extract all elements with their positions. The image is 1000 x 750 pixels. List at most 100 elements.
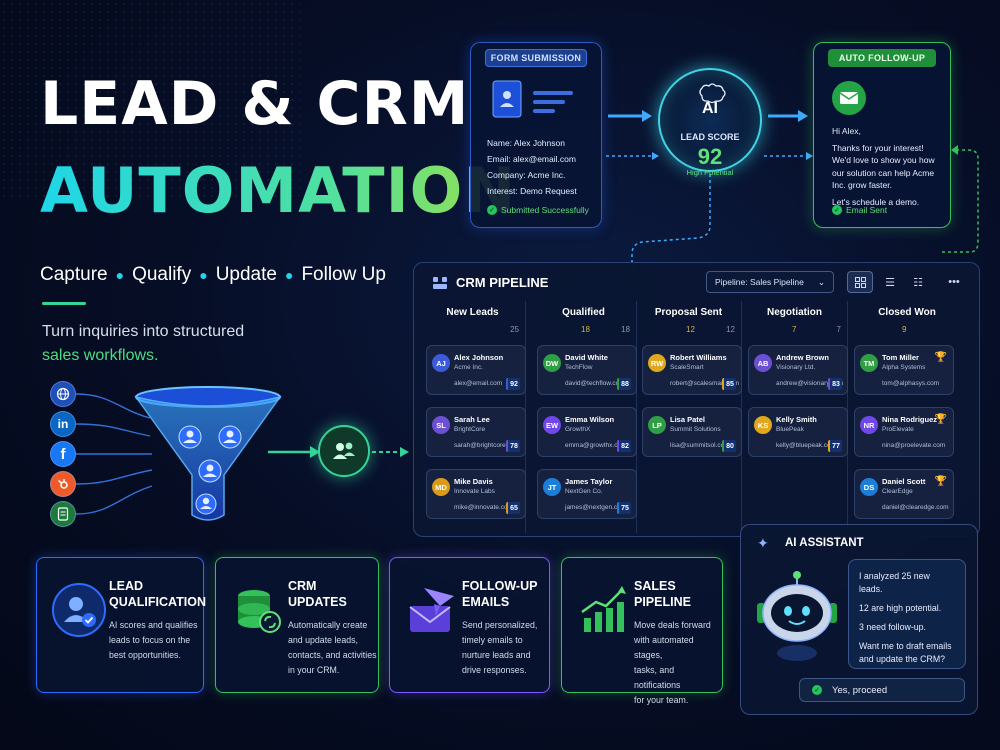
crm-title: CRM PIPELINE [432, 275, 548, 290]
facebook-icon[interactable]: f [50, 441, 76, 467]
form-icon[interactable] [50, 501, 76, 527]
feature-description-line: contacts, and activities [288, 650, 377, 660]
feature-description-line: and update leads, [288, 635, 358, 645]
ai-assistant-title: AI ASSISTANT [785, 537, 864, 549]
paper-plane-mail-icon [404, 582, 464, 642]
hero-subtitle: Turn inquiries into structured sales wor… [42, 320, 244, 368]
feature-description-line: Send personalized, [462, 620, 538, 630]
list-icon: ☰ [885, 276, 895, 289]
user-check-icon [51, 582, 111, 642]
feature-description-line: for your team. [634, 695, 689, 705]
grid-view-button[interactable] [847, 271, 873, 293]
column-title: Qualified [562, 307, 605, 318]
dot-pattern [0, 0, 300, 200]
sparkle-icon: ✦ [757, 535, 769, 551]
bullet-icon: ● [115, 267, 125, 283]
form-submission-badge: FORM SUBMISSION [485, 49, 587, 67]
tagline-capture: Capture [40, 264, 108, 285]
yes-proceed-label: Yes, proceed [832, 684, 888, 696]
lead-email: alex@email.com [454, 380, 503, 387]
compact-view-button[interactable]: ☷ [905, 271, 931, 293]
hero-tagline: Capture ● Qualify ● Update ● Follow Up [40, 264, 386, 286]
lead-name: Lisa Patel [670, 415, 706, 424]
list-view-button[interactable]: ☰ [877, 271, 903, 293]
feature-title-line2: PIPELINE [634, 595, 691, 609]
form-status: ✓ Submitted Successfully [487, 205, 589, 215]
lead-email: mike@innovate.com [454, 504, 513, 511]
lead-score-label: LEAD SCORE [680, 132, 740, 142]
feature-title-line1: CRM [288, 579, 317, 593]
pipeline-select[interactable]: Pipeline: Sales Pipeline ⌄ [706, 271, 834, 293]
form-field-interest: Interest: Demo Request [487, 186, 577, 196]
lead-company: BluePeak [776, 426, 804, 433]
lead-name: David White [565, 353, 608, 362]
auto-follow-up-card: AUTO FOLLOW-UP Hi Alex, Thanks for your … [813, 42, 951, 228]
follow-up-closing: Let's schedule a demo. [832, 196, 920, 207]
lead-company: Visionary Ltd. [776, 364, 816, 371]
auto-follow-up-badge: AUTO FOLLOW-UP [828, 49, 936, 67]
lead-name: Kelly Smith [776, 415, 817, 424]
lead-email: daniel@clearedge.com [882, 504, 949, 511]
form-field-email: Email: alex@email.com [487, 154, 576, 164]
follow-up-message: Hi Alex, Thanks for your interest! We'd … [832, 125, 942, 208]
trophy-icon: 🏆 [934, 414, 947, 425]
lead-company: Summit Solutions [670, 426, 721, 433]
assistant-message-2: 12 are high potential. [859, 603, 942, 613]
users-icon [333, 442, 355, 459]
column-total: 12 [726, 325, 735, 334]
form-status-text: Submitted Successfully [501, 205, 589, 215]
grid-icon [854, 276, 866, 288]
ai-lead-score: AI LEAD SCORE 92 High Potential [658, 68, 762, 177]
feature-description-line: in your CRM. [288, 665, 340, 675]
trophy-icon: 🏆 [934, 352, 947, 363]
feature-title-line2: UPDATES [288, 595, 347, 609]
return-arrow [942, 145, 979, 253]
lead-company: ProElevate [882, 426, 914, 433]
more-options-button[interactable]: ••• [941, 271, 967, 293]
form-fields: Name: Alex Johnson Email: alex@email.com… [487, 135, 577, 199]
linkedin-icon[interactable]: in [50, 411, 76, 437]
column-title: New Leads [446, 307, 499, 318]
lead-email: lisa@summitsol.com [670, 442, 730, 449]
yes-proceed-button[interactable]: ✓ Yes, proceed [799, 678, 965, 702]
lead-name: Daniel Scott [882, 477, 926, 486]
lead-email: sarah@brightcore.com [454, 442, 520, 449]
lead-email: james@nextgen.com [565, 504, 627, 511]
feature-title-line1: SALES [634, 579, 676, 593]
lead-score-badge: 78 [506, 440, 520, 452]
column-title: Proposal Sent [654, 307, 723, 318]
hero-title-line1: LEAD & CRM [40, 69, 470, 139]
lead-company: GrowthX [565, 426, 591, 433]
brain-icon [699, 83, 726, 104]
lead-company: NextGen Co. [565, 488, 603, 495]
hubspot-icon[interactable] [50, 471, 76, 497]
column-total: 18 [621, 325, 630, 334]
lead-score-badge: 82 [617, 440, 631, 452]
globe-icon[interactable] [50, 381, 76, 407]
lead-company: Innovate Labs [454, 488, 495, 495]
feature-description-line: best opportunities. [109, 650, 181, 660]
column-title: Negotiation [767, 307, 822, 318]
check-icon: ✓ [832, 205, 842, 215]
avatar: LP [648, 416, 666, 434]
form-field-company: Company: Acme Inc. [487, 170, 566, 180]
